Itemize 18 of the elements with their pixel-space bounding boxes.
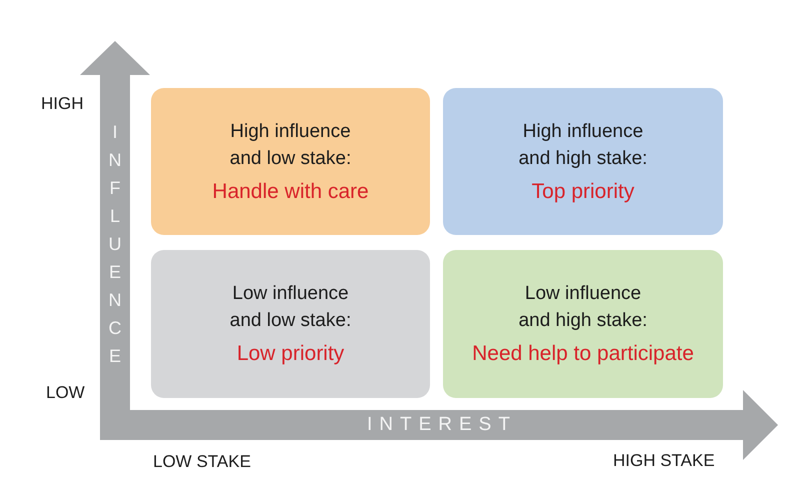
axis-level-label: HIGH STAKE (613, 451, 715, 471)
axis-level-label: LOW (46, 383, 85, 403)
quadrant-heading: High influence and low stake: (228, 120, 352, 170)
quadrant-card (443, 88, 723, 235)
axis-level-label: HIGH (41, 94, 84, 114)
quadrant-card (151, 88, 430, 235)
axis-title: INFLUENCE (105, 122, 125, 374)
quadrant-card (443, 250, 723, 398)
priority-label: Need help to participate (472, 341, 694, 367)
axis-level-label: LOW STAKE (153, 452, 251, 472)
priority-label: Handle with care (212, 178, 369, 204)
quadrant-heading: Low influence and low stake: (228, 282, 352, 333)
priority-label: Top priority (532, 178, 634, 204)
priority-label: Low priority (236, 341, 344, 367)
axis-title: INTEREST (367, 415, 517, 435)
quadrant-heading: Low influence and high stake: (518, 282, 648, 333)
quadrant-heading: High influence and high stake: (518, 120, 648, 170)
quadrant-card (151, 250, 430, 398)
